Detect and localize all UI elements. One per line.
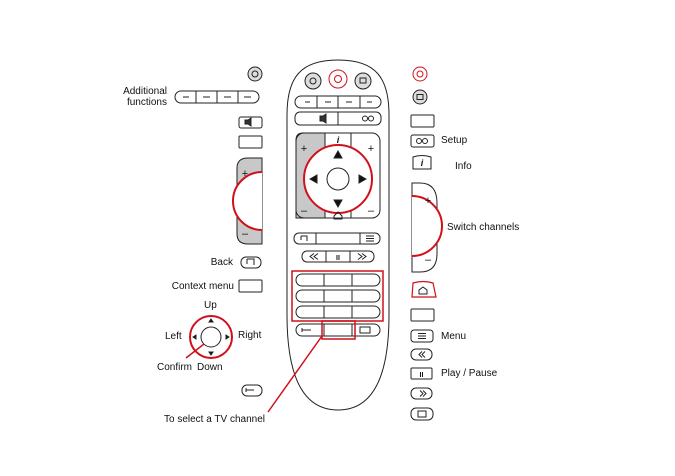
teletext-icon[interactable] [411, 408, 433, 420]
vol-minus-symbol: – [301, 205, 308, 217]
power-icon-right[interactable] [413, 67, 427, 81]
power-button-center[interactable] [329, 70, 347, 88]
blank-button-right-2[interactable] [411, 309, 434, 321]
label-right: Right [238, 330, 261, 341]
number-key-row-1[interactable] [296, 274, 380, 286]
power-icon[interactable] [248, 67, 262, 81]
label-menu: Menu [441, 331, 466, 342]
label-info: Info [455, 161, 472, 172]
label-confirm: Confirm [157, 362, 192, 373]
number-key-row-3[interactable] [296, 306, 380, 318]
label-context-menu: Context menu [172, 281, 234, 292]
pause-symbol: II [336, 255, 340, 262]
vol-plus-symbol: + [301, 143, 307, 155]
vol-minus-detail-symbol: – [242, 228, 249, 240]
ch-minus-symbol: – [368, 205, 375, 217]
vol-plus-detail-symbol: + [242, 168, 248, 180]
pointer-line [268, 336, 322, 412]
label-up: Up [204, 300, 217, 311]
label-setup: Setup [441, 135, 467, 146]
ch-plus-symbol: + [368, 143, 374, 155]
label-left: Left [165, 331, 182, 342]
play-pause-detail-symbol: II [420, 372, 424, 379]
ch-minus-detail-symbol: – [425, 254, 432, 266]
source-icon[interactable] [413, 90, 427, 104]
info-symbol: i [337, 135, 340, 145]
label-additional-functions-2: functions [127, 97, 167, 108]
number-key-row-2[interactable] [296, 290, 380, 302]
label-play-pause: Play / Pause [441, 368, 497, 379]
label-additional-functions-1: Additional [123, 86, 167, 97]
info-detail-symbol: i [421, 158, 424, 168]
ch-plus-detail-symbol: + [425, 195, 431, 207]
label-back: Back [211, 257, 233, 268]
label-switch-channels: Switch channels [447, 222, 519, 233]
blank-button-left[interactable] [239, 136, 262, 148]
number-keypad-highlight [292, 271, 383, 321]
source-button[interactable] [355, 73, 371, 89]
label-select-tv-channel: To select a TV channel [164, 414, 265, 425]
blank-button-right[interactable] [411, 115, 434, 127]
home-icon[interactable] [412, 282, 436, 298]
power-button-left[interactable] [305, 73, 321, 89]
context-menu-button[interactable] [239, 280, 262, 292]
forward-icon[interactable] [411, 388, 432, 399]
label-down: Down [197, 362, 223, 373]
